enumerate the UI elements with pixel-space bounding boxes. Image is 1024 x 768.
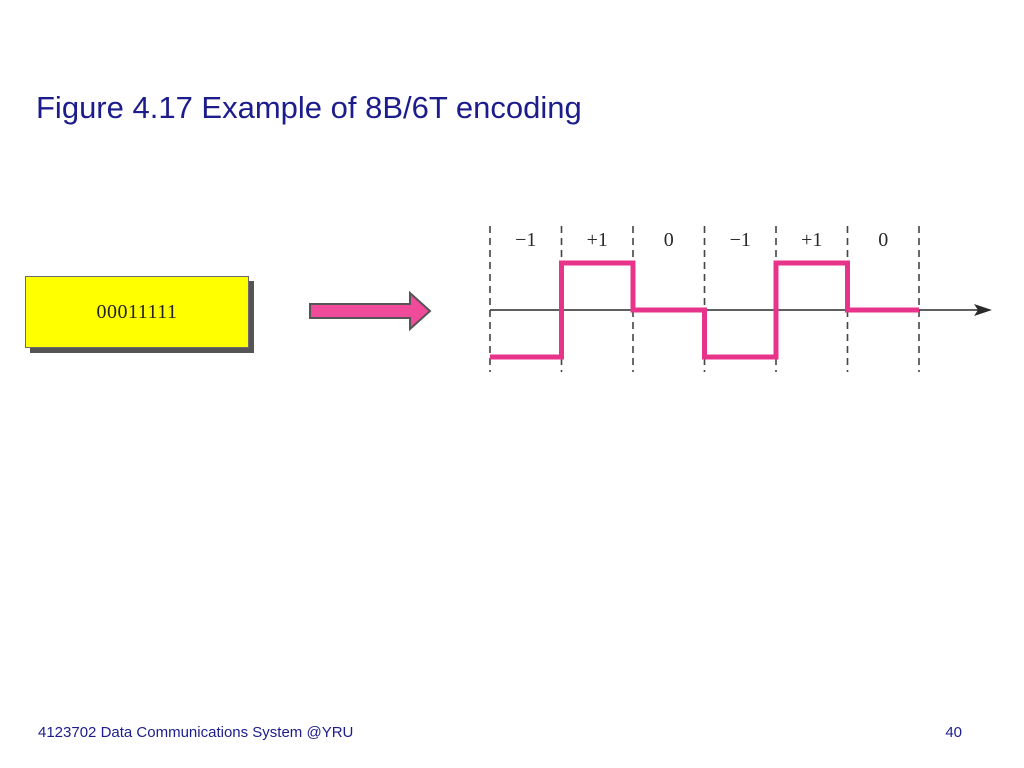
slide-title: Figure 4.17 Example of 8B/6T encoding [36, 90, 582, 125]
symbol-label: −1 [515, 229, 536, 251]
symbol-label: +1 [801, 229, 822, 251]
page-number: 40 [945, 724, 962, 741]
symbol-label: 0 [878, 229, 888, 251]
conversion-arrow [309, 290, 432, 332]
signal-waveform [490, 260, 919, 360]
symbol-label: −1 [730, 229, 751, 251]
footer-course: 4123702 Data Communications System @YRU [38, 724, 354, 741]
symbol-label: +1 [587, 229, 608, 251]
symbol-labels: −1 +1 0 −1 +1 0 [515, 229, 888, 251]
time-axis-arrowhead [974, 304, 992, 316]
symbol-label: 0 [664, 229, 674, 251]
input-bits-box: 00011111 [25, 276, 249, 348]
